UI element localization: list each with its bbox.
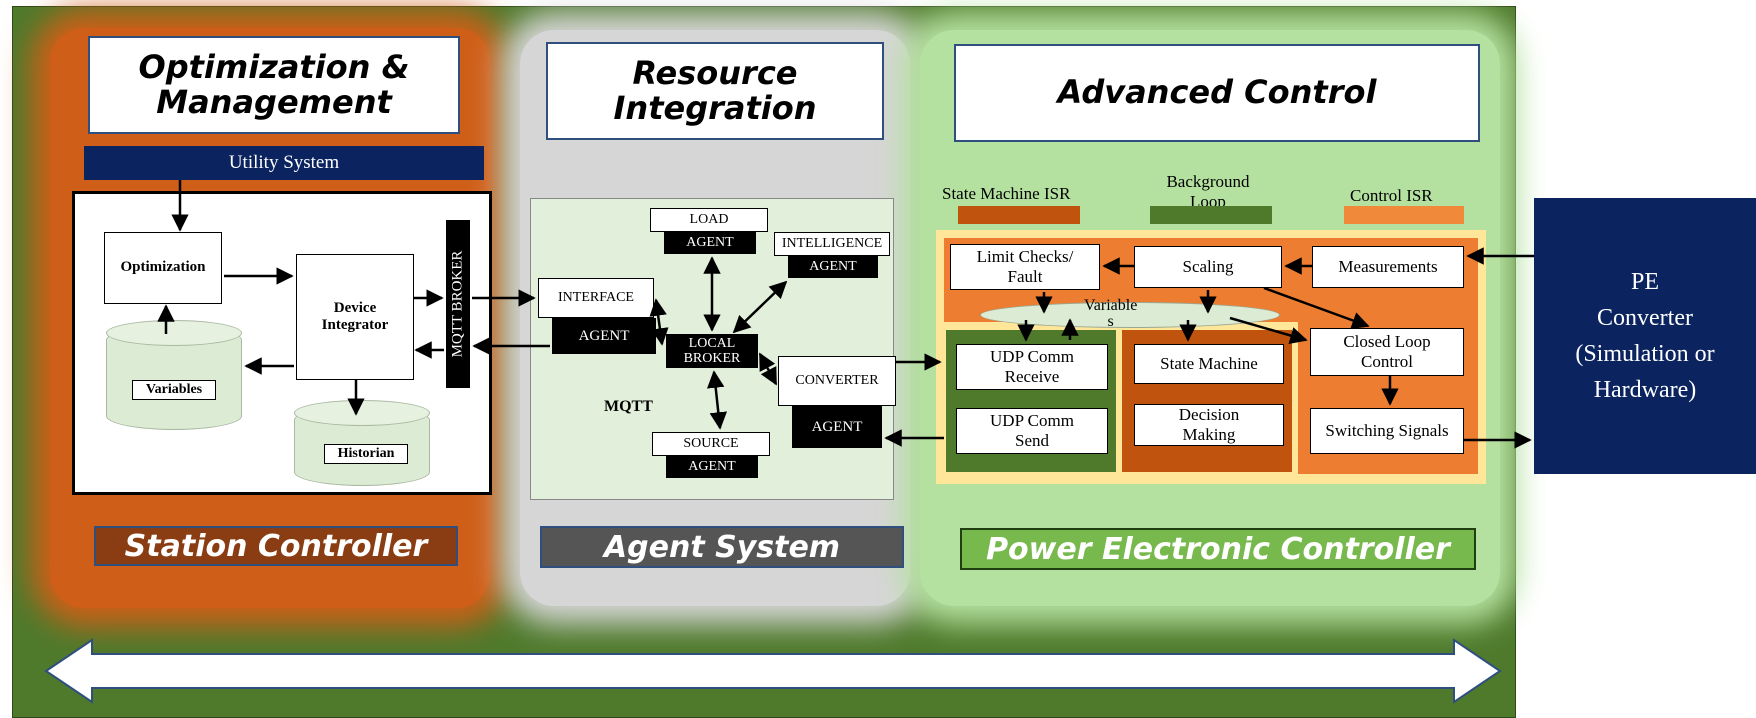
load-box: LOAD (650, 208, 768, 232)
pec-title: Advanced Control (954, 44, 1480, 142)
decision-making-box: Decision Making (1134, 404, 1284, 446)
historian-label: Historian (324, 444, 408, 464)
pec-label: Power Electronic Controller (960, 528, 1476, 570)
bottom-double-arrow (44, 638, 1502, 704)
arrow-broker-source (706, 370, 728, 430)
udp-send-box: UDP Comm Send (956, 408, 1108, 454)
agent-system-label: Agent System (540, 526, 904, 568)
mqtt-label: MQTT (604, 398, 653, 415)
state-machine-isr-bar (958, 206, 1080, 224)
control-isr-text: Control ISR (1350, 186, 1433, 205)
station-controller-label: Station Controller (94, 526, 458, 566)
source-box: SOURCE (652, 432, 770, 456)
utility-system-bar: Utility System (84, 146, 484, 180)
agent-title: Resource Integration (546, 42, 884, 140)
state-machine-box: State Machine (1134, 344, 1284, 384)
converter-agent: AGENT (792, 406, 882, 448)
pec-variables-label: Variable s (1084, 297, 1138, 330)
interface-box: INTERFACE (538, 278, 654, 318)
intelligence-agent: AGENT (788, 256, 878, 278)
local-broker-box: LOCAL BROKER (666, 334, 758, 368)
control-isr-bar (1344, 206, 1464, 224)
optimization-box: Optimization (104, 232, 222, 304)
arrow-broker-converter (758, 352, 778, 386)
arrow-scaling-closedloop (1263, 286, 1370, 329)
state-machine-isr-text: State Machine ISR (942, 184, 1071, 203)
mqtt-broker-bar: MQTT BROKER (446, 220, 470, 388)
load-agent: AGENT (664, 232, 756, 254)
pe-converter-box: PE Converter (Simulation or Hardware) (1534, 198, 1756, 474)
measurements-box: Measurements (1312, 246, 1464, 288)
interface-agent: AGENT (552, 318, 656, 354)
closed-loop-box: Closed Loop Control (1310, 328, 1464, 376)
arrow-vars-closedloop (1229, 316, 1308, 345)
limit-checks-box: Limit Checks/ Fault (950, 244, 1100, 290)
udp-receive-box: UDP Comm Receive (956, 344, 1108, 390)
background-loop-bar (1150, 206, 1272, 224)
source-agent: AGENT (666, 456, 758, 478)
intelligence-box: INTELLIGENCE (774, 232, 890, 256)
pec-variables-disk (980, 302, 1280, 328)
scaling-box: Scaling (1134, 246, 1282, 288)
arrow-broker-intel (732, 280, 788, 334)
switching-signals-box: Switching Signals (1310, 408, 1464, 454)
station-title: Optimization & Management (88, 36, 460, 134)
converter-box: CONVERTER (778, 356, 896, 406)
device-integrator-box: Device Integrator (296, 254, 414, 380)
arrow-broker-interface-agent (649, 298, 669, 346)
variables-label: Variables (132, 380, 216, 400)
